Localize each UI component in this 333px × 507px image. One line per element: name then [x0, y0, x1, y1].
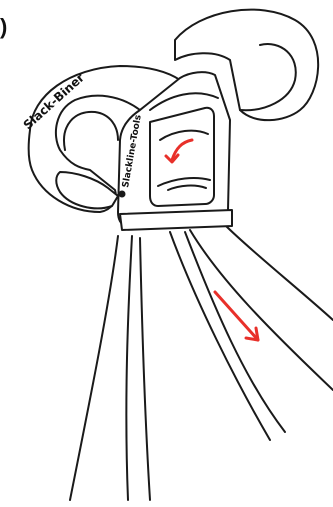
webbing-strand-main-right — [225, 225, 333, 320]
webbing-strand-main-left — [190, 230, 333, 390]
webbing-strand-left-outer — [70, 236, 118, 500]
pivot-dot — [119, 191, 126, 198]
webbing-strands — [70, 225, 333, 500]
webbing-strand-left-inner — [126, 236, 132, 500]
panel-marker: ) — [0, 14, 7, 39]
webbing-strand-tail-right — [185, 232, 285, 432]
webbing-strand-mid-outer — [140, 238, 150, 500]
arrow-down-right-icon — [215, 292, 258, 340]
device-base — [120, 210, 232, 230]
hook-cutout — [64, 112, 118, 150]
device-window — [150, 108, 214, 206]
